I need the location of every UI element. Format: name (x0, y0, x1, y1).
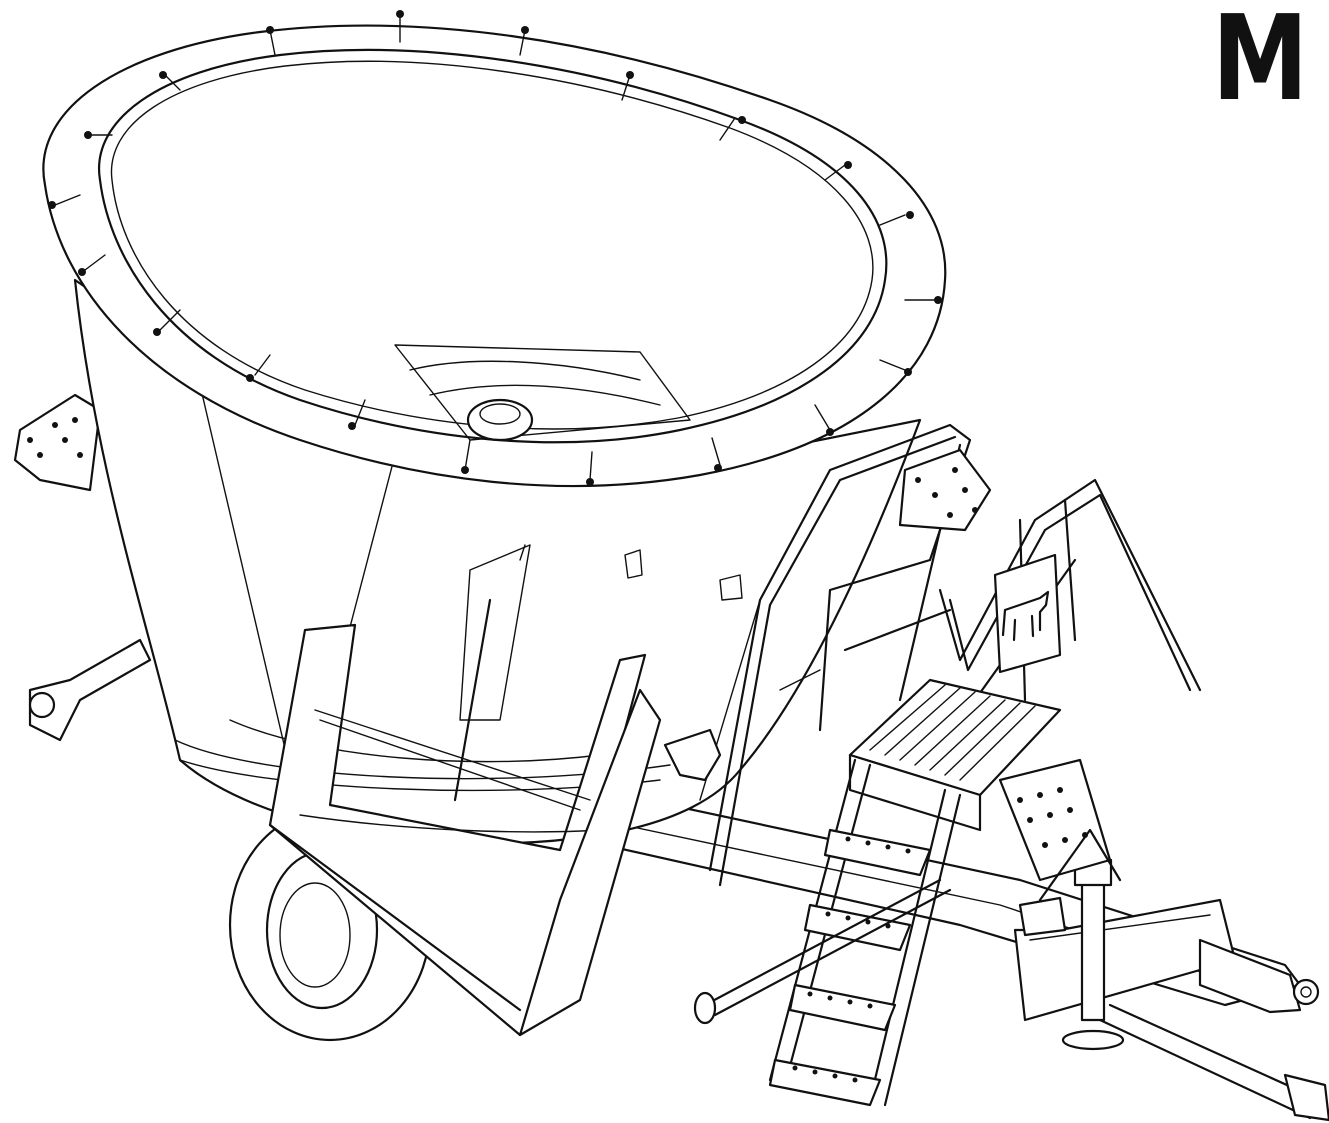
brand-logo: ME (1212, 6, 1308, 110)
right-bracket (898, 448, 992, 532)
tub-rim (42, 10, 947, 488)
cow-decal (993, 553, 1062, 674)
front-crank (693, 828, 1122, 1025)
pto-shaft (1098, 1003, 1329, 1122)
discharge-door (268, 544, 662, 1037)
auger (394, 344, 691, 442)
platform-ladder (768, 758, 962, 1107)
left-bracket (13, 393, 152, 742)
hitch (1292, 978, 1320, 1006)
platform (848, 678, 1112, 882)
jack-stand (1061, 858, 1125, 1051)
drawbar (558, 788, 1302, 1022)
handrail (708, 423, 1202, 887)
tub-labels (624, 549, 821, 782)
